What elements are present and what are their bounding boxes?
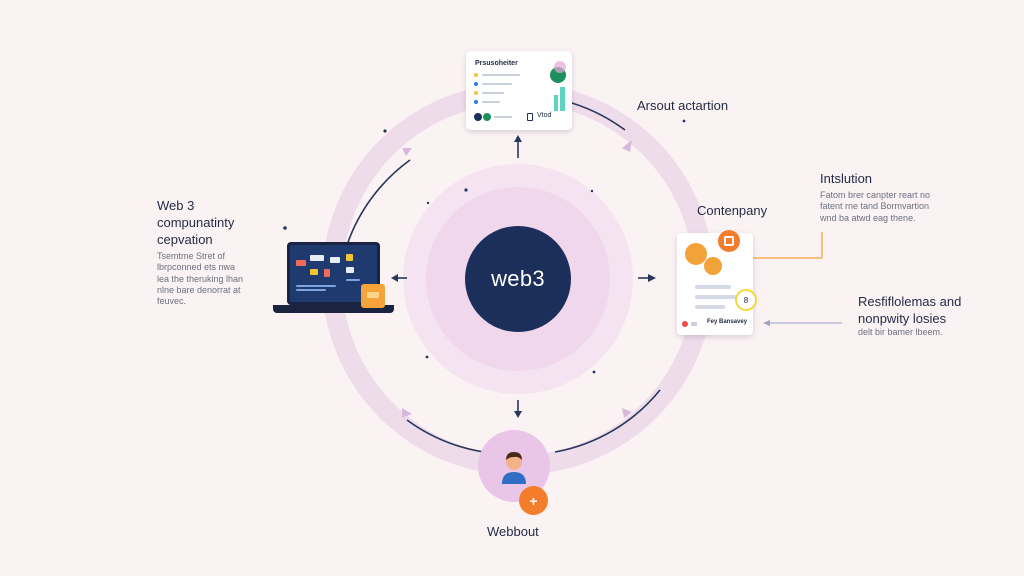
bullet-icon (474, 82, 478, 86)
card-row (482, 83, 512, 85)
user-dot-icon (483, 113, 491, 121)
card-row (482, 92, 504, 94)
left-title: Web 3 compunatinty cepvation (157, 198, 235, 247)
person-avatar (478, 430, 550, 502)
bar-icon (554, 95, 558, 111)
label-right-mid: Contenpany (697, 203, 768, 218)
bitcoin-icon (718, 230, 740, 252)
web3-center-node: web3 (465, 226, 571, 332)
bullet-icon (474, 91, 478, 95)
dashboard-card-title: Prsusoheiter (475, 60, 518, 67)
accent-circle-icon (554, 61, 566, 73)
add-member-icon: + (519, 486, 548, 515)
card-row (482, 101, 500, 103)
person-icon (502, 452, 526, 484)
dashboard-card: Prsusoheiter Vtod (466, 51, 572, 130)
left-description: Tsemtme Stret of lbrpconned ets nwa lea … (157, 251, 244, 306)
center-label: web3 (491, 266, 545, 291)
card-row (482, 74, 520, 76)
card-row (494, 116, 512, 118)
folder-icon (361, 284, 385, 308)
doc-line (695, 285, 731, 289)
document-icon: 8 Fey Bansavey (677, 230, 757, 335)
alert-dot-icon (682, 321, 688, 327)
laptop-icon (287, 242, 380, 305)
right-top-description: Fatom brer canpter reart no fatent rne t… (820, 190, 931, 223)
badge-icon: 8 (735, 289, 757, 311)
bullet-icon (474, 73, 478, 77)
bullet-icon (474, 100, 478, 104)
right-bottom-title: Resfiflolemas and nonpwity losies (858, 294, 962, 326)
label-bottom: Webbout (487, 524, 539, 539)
bitcoin-glyph-icon (724, 236, 734, 246)
label-top-right: Arsout actartion (637, 98, 729, 113)
laptop-base (273, 305, 394, 313)
card-footer-tag: Vtod (537, 112, 552, 119)
gear-icon (685, 243, 707, 265)
user-dot-icon (474, 113, 482, 121)
doc-tag: Fey Bansavey (707, 319, 748, 325)
lock-icon (527, 113, 533, 121)
right-bottom-description: delt bir bamer lbeem. (858, 327, 943, 337)
bar-icon (560, 87, 565, 111)
gear-icon (704, 257, 722, 275)
doc-line (695, 295, 737, 299)
doc-line (691, 322, 697, 326)
doc-line (695, 305, 725, 309)
right-top-title: Intslution (820, 171, 873, 186)
